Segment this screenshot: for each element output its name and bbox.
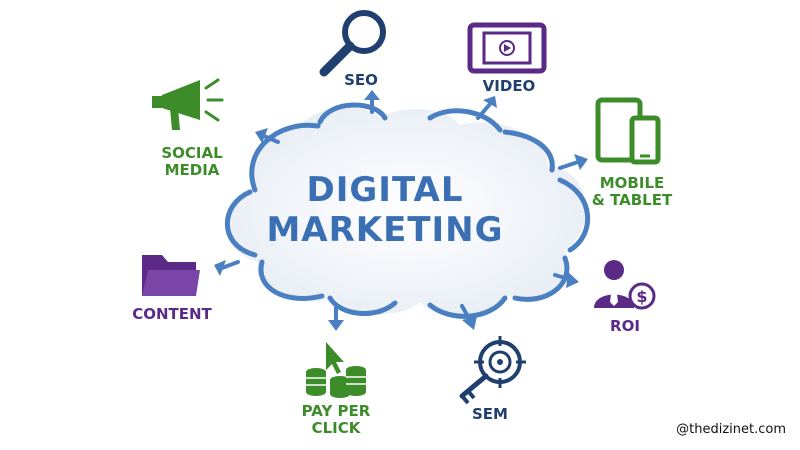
label-pay-per-click: PAY PER CLICK	[301, 402, 371, 437]
arrow-social-media	[255, 128, 280, 144]
arrow-video	[476, 96, 497, 120]
label-video: VIDEO	[482, 77, 536, 95]
businessman-dollar-icon: $	[594, 260, 656, 310]
label-seo: SEO	[344, 71, 378, 89]
megaphone-icon	[152, 78, 224, 130]
arrow-mobile-tablet	[558, 154, 588, 170]
label-roi: ROI	[610, 317, 640, 335]
watermark: @thedizinet.com	[676, 422, 786, 437]
svg-text:$: $	[636, 287, 647, 306]
search-icon	[319, 10, 386, 77]
arrow-seo	[364, 90, 380, 114]
arrow-roi	[553, 272, 579, 288]
center-title: DIGITAL MARKETING	[250, 170, 520, 250]
center-title-line-2: MARKETING	[266, 210, 504, 250]
target-key-icon	[459, 336, 526, 405]
cloud-shape	[224, 102, 591, 319]
label-mobile-tablet: MOBILE & TABLET	[591, 174, 673, 209]
label-content: CONTENT	[132, 305, 212, 323]
folder-icon	[142, 255, 200, 296]
label-social-media: SOCIAL MEDIA	[161, 144, 223, 179]
label-sem: SEM	[472, 405, 508, 423]
coins-cursor-icon	[306, 342, 366, 398]
mobile-tablet-icon	[595, 97, 661, 165]
arrow-pay-per-click	[328, 306, 344, 331]
center-title-line-1: DIGITAL	[306, 170, 464, 210]
arrow-content	[214, 260, 240, 276]
video-player-icon	[467, 22, 547, 74]
arrow-sem	[460, 304, 477, 330]
connector-arrows	[214, 90, 588, 331]
